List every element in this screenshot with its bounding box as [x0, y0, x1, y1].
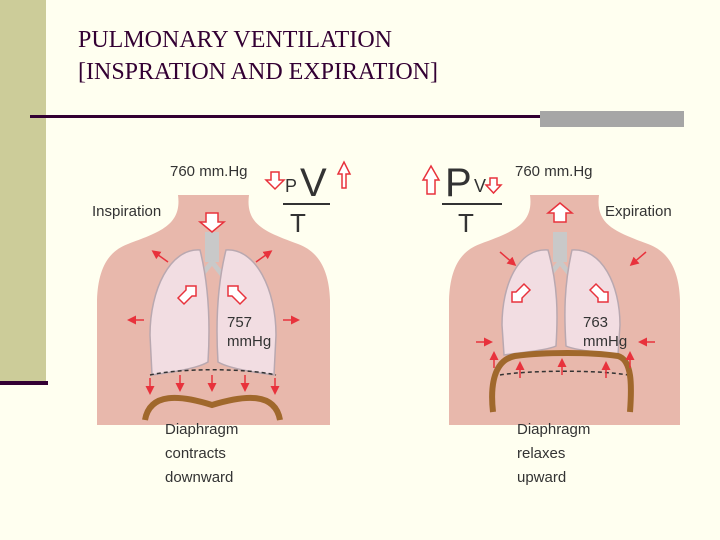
inspiration-diaphragm	[142, 394, 283, 421]
title-line-1: PULMONARY VENTILATION	[78, 27, 392, 53]
inspiration-torso	[97, 195, 330, 425]
slide-sidebar-band	[0, 0, 46, 385]
expiration-formula-t: T	[458, 208, 474, 238]
expiration-atm-pressure: 760 mm.Hg	[515, 163, 593, 180]
expiration-caption: Diaphragm relaxes upward	[517, 421, 591, 486]
inspiration-formula-p: P	[285, 176, 297, 196]
title-line-2: [INSPRATION AND EXPIRATION]	[78, 59, 438, 85]
sidebar-accent-line	[0, 381, 48, 385]
expiration-lung-pressure-value: 763	[583, 314, 609, 331]
expiration-pressure-up-icon	[421, 164, 441, 195]
expiration-label: Expiration	[605, 203, 672, 220]
inspiration-lung-pressure-unit: mmHg	[227, 333, 272, 350]
expiration-formula-p: P	[445, 161, 472, 205]
expiration-formula-v: V	[474, 176, 486, 196]
inspiration-formula-v: V	[300, 161, 327, 205]
title-divider-gray-block	[540, 111, 684, 127]
inspiration-atm-pressure: 760 mm.Hg	[170, 163, 248, 180]
inspiration-volume-up-icon	[336, 160, 352, 189]
slide-title: PULMONARY VENTILATION [INSPRATION AND EX…	[78, 24, 438, 88]
inspiration-formula: P V T	[264, 160, 352, 238]
expiration-formula: P V T	[421, 161, 503, 238]
inspiration-left-lung	[149, 249, 210, 376]
inspiration-lung-pressure-value: 757	[227, 314, 253, 331]
expiration-diaphragm	[489, 350, 634, 413]
expiration-volume-down-icon	[484, 177, 503, 195]
inspiration-label: Inspiration	[92, 203, 162, 220]
expiration-torso	[449, 195, 680, 425]
inspiration-formula-t: T	[290, 208, 306, 238]
expiration-lung-pressure-unit: mmHg	[583, 333, 628, 350]
inspiration-pressure-down-icon	[264, 171, 286, 191]
title-divider	[30, 115, 542, 118]
inspiration-caption: Diaphragm contracts downward	[165, 421, 239, 486]
